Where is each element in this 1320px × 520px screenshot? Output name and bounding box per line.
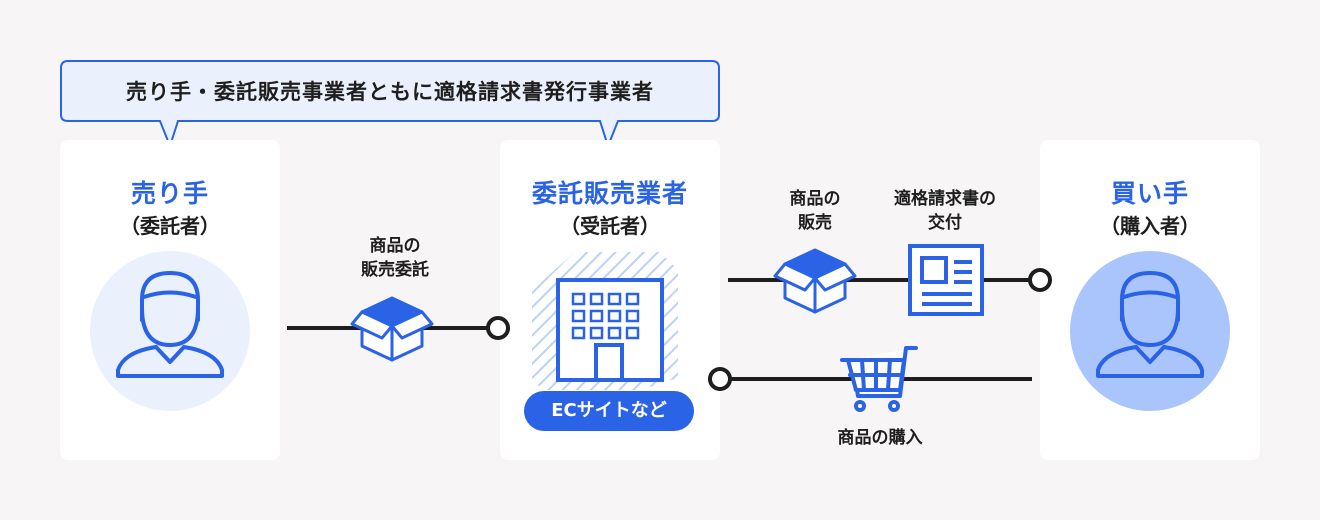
consignment-label-line2: 販売委託 [361,260,429,280]
buyer-card: 買い手 （購入者） [1040,140,1260,460]
building-icon [532,252,678,390]
agent-subtitle: （受託者） [560,214,660,238]
seller-subtitle: （委託者） [120,214,220,238]
document-icon [908,244,984,316]
invoice-label-line2: 交付 [928,213,962,233]
ec-site-badge: ECサイトなど [524,391,694,431]
consignment-label-line1: 商品の [369,236,421,256]
box-icon [350,296,434,362]
purchase-label: 商品の購入 [837,428,923,448]
sale-label-line1: 商品の [789,189,841,209]
box-icon [773,248,857,314]
agent-title: 委託販売業者 [531,179,688,208]
seller-title: 売り手 [130,179,209,208]
buyer-subtitle: （購入者） [1100,214,1200,238]
invoice-label: 適格請求書の 交付 [870,187,1020,235]
speech-bubble-shape [60,60,720,149]
sale-label: 商品の 販売 [760,187,870,235]
buyer-title: 買い手 [1110,179,1189,208]
speech-bubble: 売り手・委託販売事業者ともに適格請求書発行事業者 [60,60,720,149]
sale-label-line2: 販売 [798,213,832,233]
invoice-label-line1: 適格請求書の [894,189,996,209]
bubble-text: 売り手・委託販売事業者ともに適格請求書発行事業者 [126,80,654,104]
consignment-label: 商品の 販売委託 [330,234,460,282]
cart-icon [840,346,918,412]
person-icon [90,251,250,411]
seller-card: 売り手 （委託者） [60,140,280,460]
person-icon [1070,251,1230,411]
